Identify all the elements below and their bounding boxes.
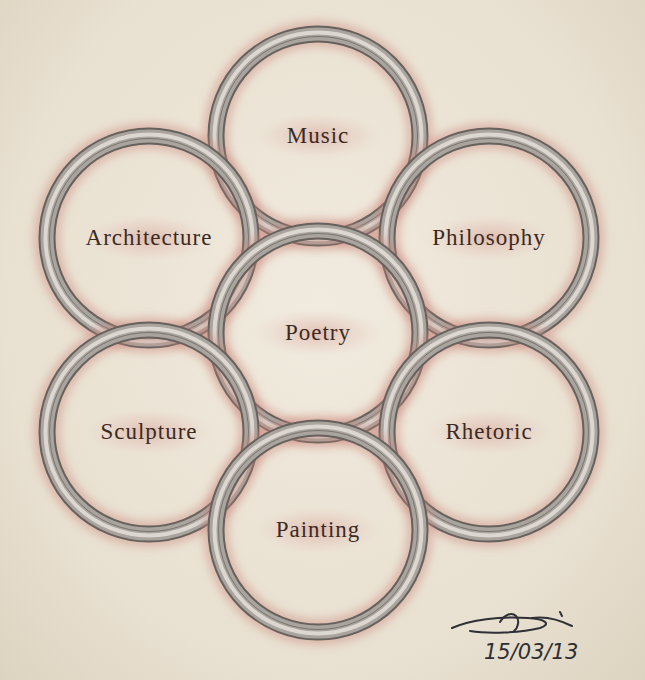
signature-scribble xyxy=(452,612,572,633)
ring-label: Painting xyxy=(276,517,361,542)
ring-label: Sculpture xyxy=(100,419,197,444)
ring-label: Poetry xyxy=(285,320,351,345)
ring-label: Music xyxy=(287,123,350,148)
date-label: 15/03/13 xyxy=(484,640,578,664)
ring-node: Painting xyxy=(206,418,430,642)
ring-label: Architecture xyxy=(86,225,213,250)
ring-label: Philosophy xyxy=(432,225,546,250)
ring-label: Rhetoric xyxy=(445,419,532,444)
